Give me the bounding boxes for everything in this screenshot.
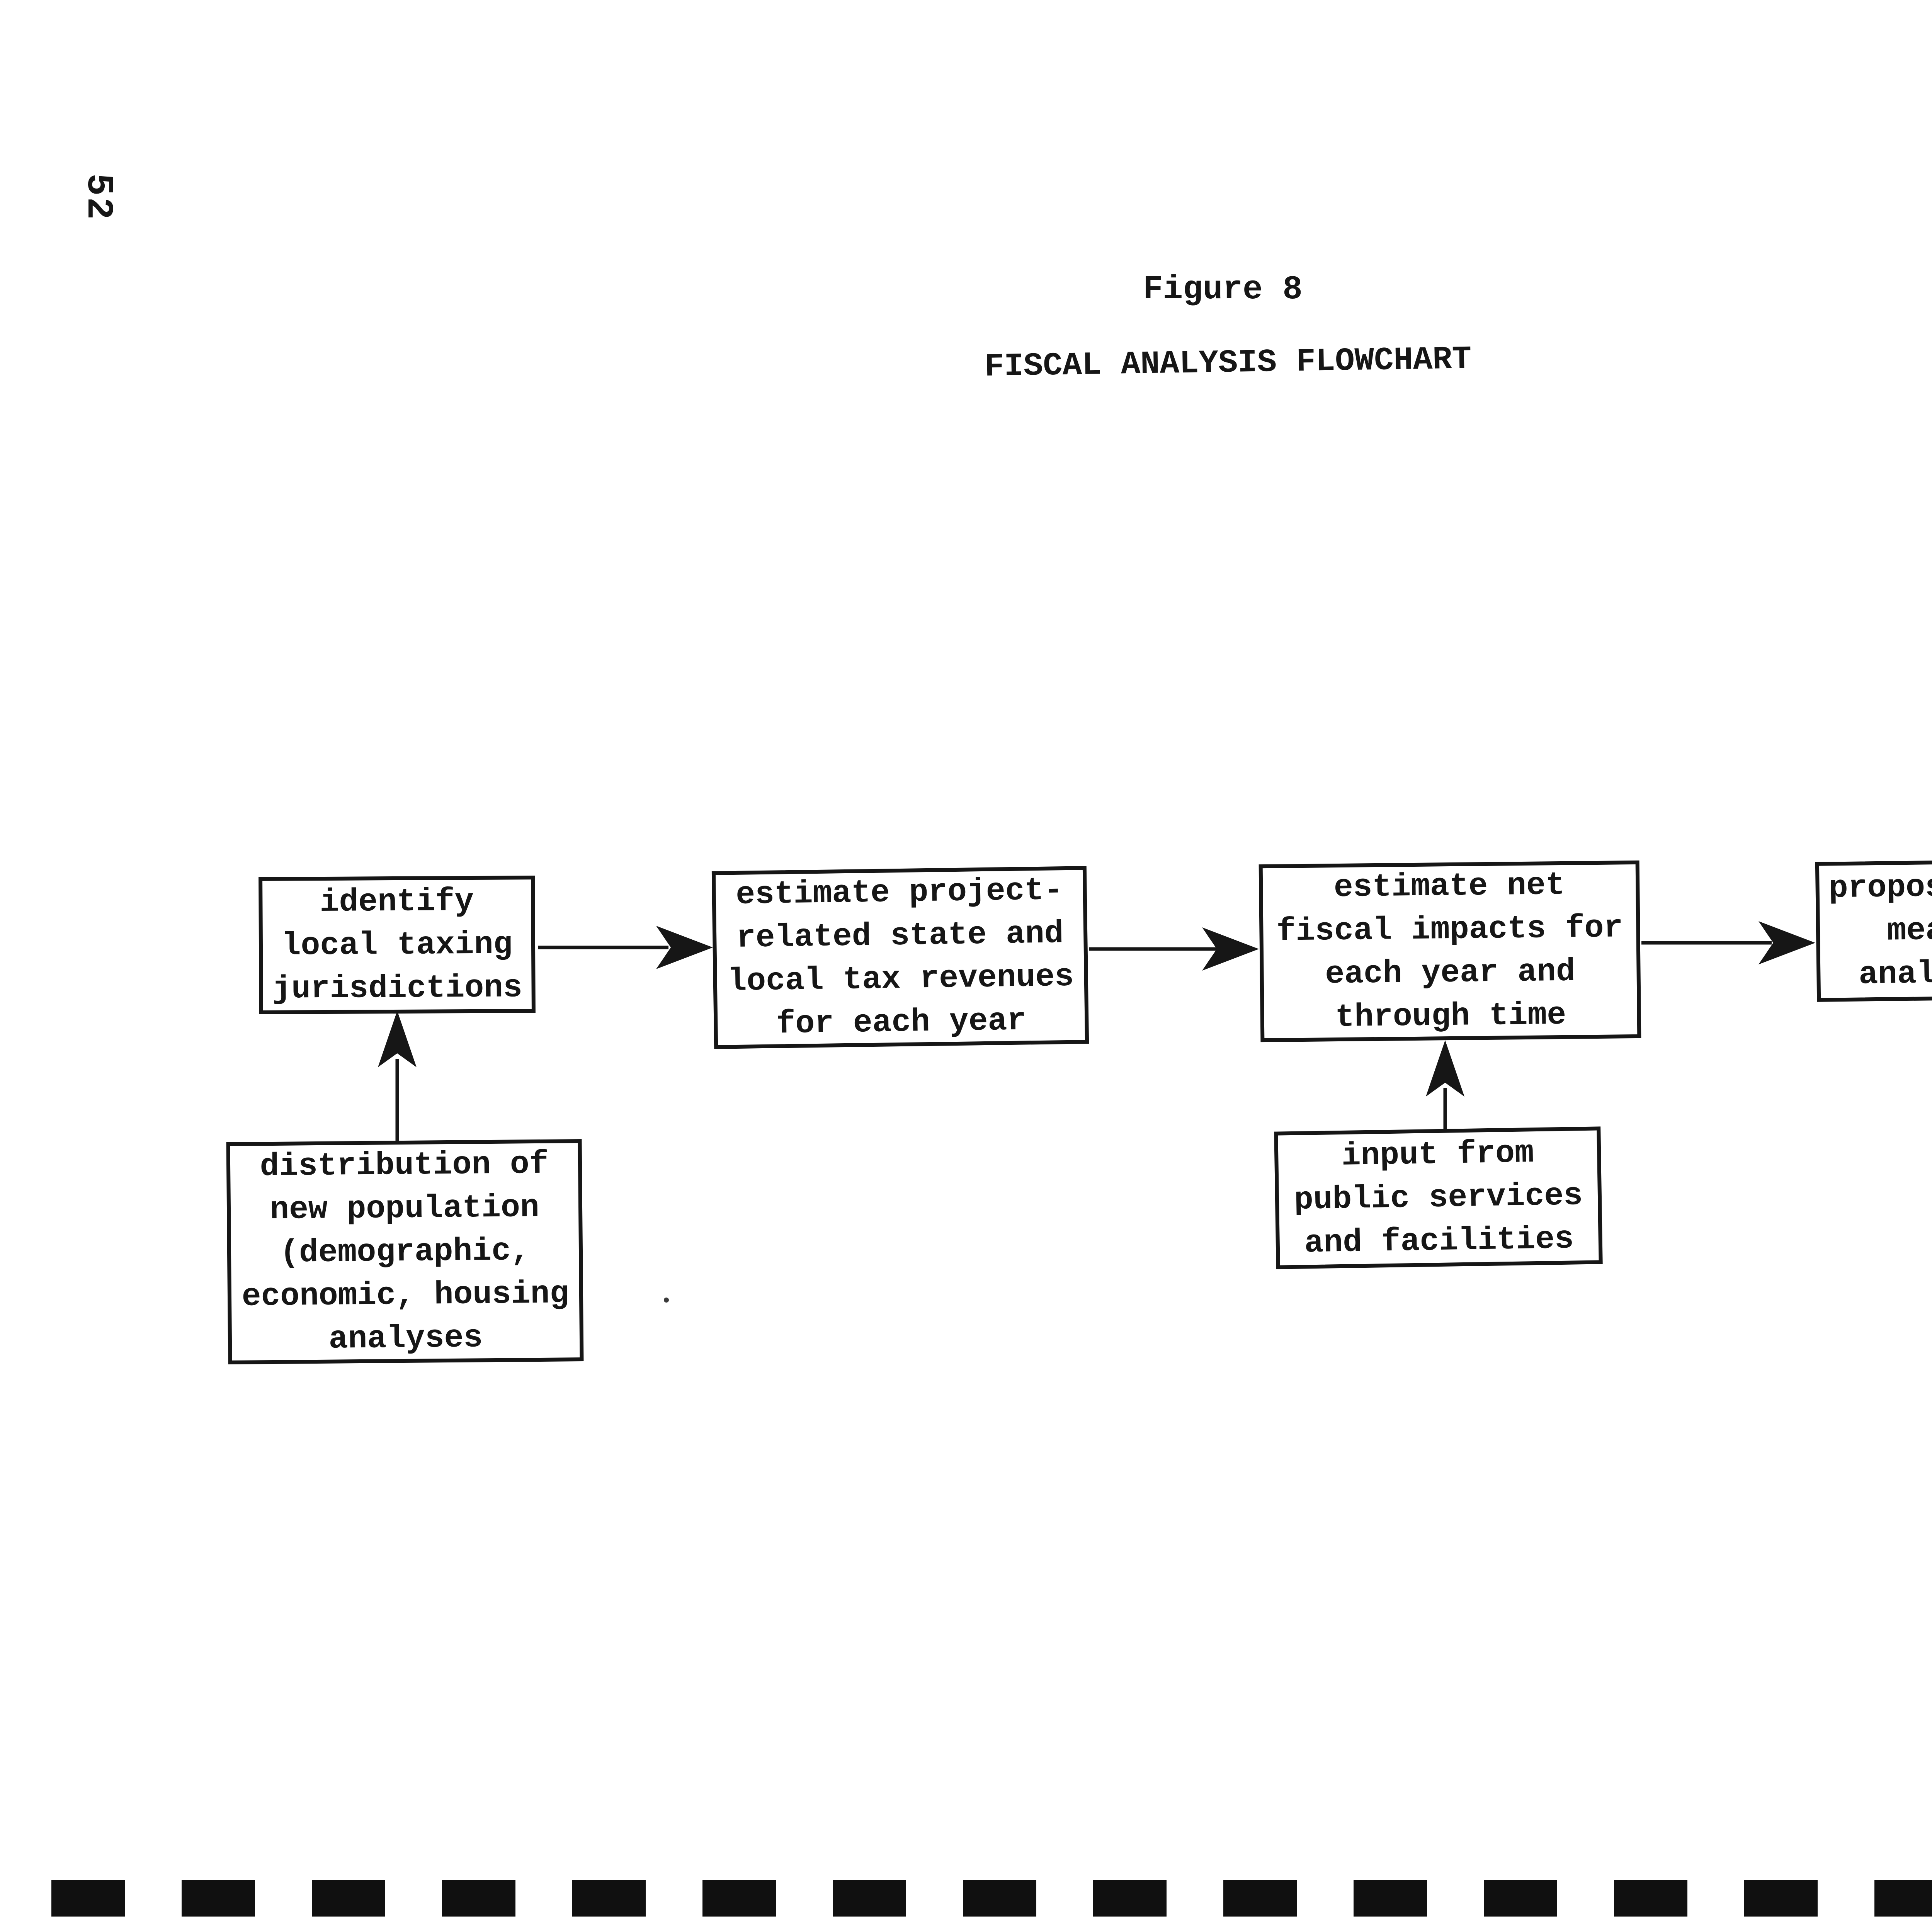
box-line: fiscal impacts for <box>1276 910 1623 950</box>
flowchart-box-estimate-revenues: estimate project- related state and loca… <box>711 866 1089 1049</box>
box-line: analyze effects <box>1858 953 1932 993</box>
page-number: 52 <box>77 173 120 221</box>
figure-subtitle: FISCAL ANALYSIS FLOWCHART <box>984 341 1472 386</box>
flowchart-box-public-services-input: input from public services and facilitie… <box>1274 1126 1603 1269</box>
box-line: estimate net <box>1333 867 1565 906</box>
arrow-impacts-to-mitigation <box>1641 921 1815 964</box>
box-line: and facilities <box>1304 1221 1574 1262</box>
figure-title: Figure 8 <box>1143 270 1303 308</box>
box-line: public services <box>1294 1177 1583 1218</box>
box-line: related state and <box>736 915 1064 956</box>
arrow-identify-to-revenues <box>538 926 713 969</box>
box-line: for each year <box>776 1002 1027 1043</box>
box-line: local taxing <box>281 926 513 964</box>
box-line: local tax revenues <box>727 958 1074 1000</box>
box-line: distribution of <box>260 1146 549 1185</box>
flowchart-box-estimate-impacts: estimate net fiscal impacts for each yea… <box>1259 860 1641 1043</box>
box-line: input from <box>1341 1135 1534 1174</box>
box-line: propose mitigation <box>1828 866 1932 907</box>
box-line: economic, housing <box>242 1275 569 1315</box>
box-line: estimate project- <box>735 872 1063 913</box>
arrow-revenues-to-impacts <box>1089 927 1259 971</box>
perforation-strip <box>51 1880 1932 1917</box>
arrow-distribution-to-identify <box>378 1011 417 1141</box>
box-line: through time <box>1335 997 1566 1036</box>
box-line: new population <box>269 1189 540 1228</box>
flowchart-box-population-distribution: distribution of new population (demograp… <box>226 1139 584 1365</box>
box-line: jurisdictions <box>272 969 523 1007</box>
box-line: (demographic, <box>279 1232 531 1271</box>
box-line: each year and <box>1325 953 1576 993</box>
box-line: measures and <box>1887 910 1932 949</box>
flowchart-box-identify-jurisdictions: identify local taxing jurisdictions <box>259 876 536 1014</box>
box-line: analyses <box>328 1319 483 1357</box>
box-line: identify <box>320 883 474 920</box>
scan-speck <box>664 1298 669 1303</box>
flowchart-box-propose-mitigation: propose mitigation measures and analyze … <box>1815 857 1932 1002</box>
page-number-rotated: 52 <box>60 158 137 236</box>
arrow-input-to-impacts <box>1426 1040 1464 1129</box>
